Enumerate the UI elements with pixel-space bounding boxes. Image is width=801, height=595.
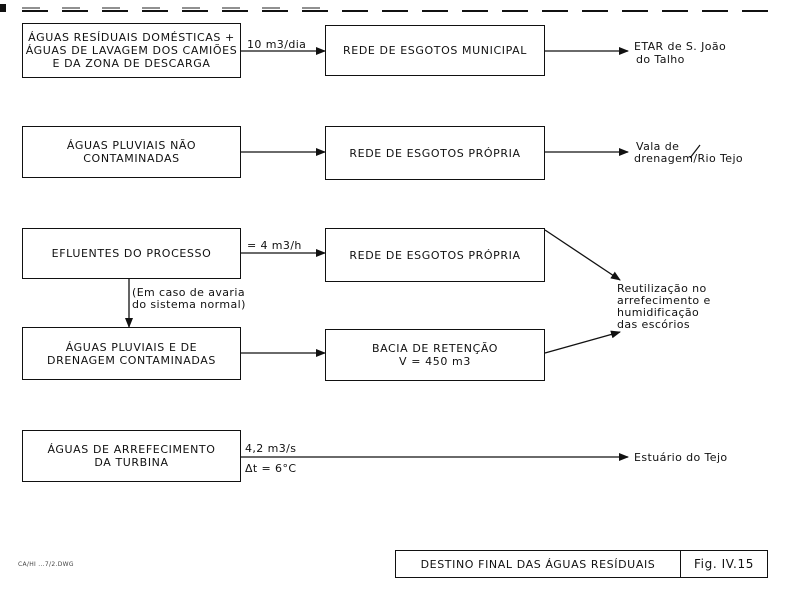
figure-number: Fig. IV.15	[694, 557, 754, 571]
destination-drenagem-rio-tejo: drenagem/Rio Tejo	[634, 152, 744, 165]
flow-label-delta-t: Δt = 6°C	[245, 462, 297, 475]
box-text-line: E DA ZONA DE DESCARGA	[52, 57, 211, 70]
destination-vala-label: Vala de	[636, 140, 680, 153]
box-text-line: BACIA DE RETENÇÃO	[371, 342, 499, 355]
box-rede-esgotos-propria-2: REDE DE ESGOTOS PRÓPRIA	[325, 228, 545, 282]
box-rede-esgotos-municipal: REDE DE ESGOTOS MUNICIPAL	[325, 25, 545, 76]
arrow-b8-reuse	[544, 330, 621, 354]
flow-label-4-2m3s: 4,2 m3/s	[245, 442, 297, 455]
box-text-line: DA TURBINA	[94, 456, 169, 469]
box-text-line: ÁGUAS PLUVIAIS E DE	[65, 340, 198, 354]
box-text-line: ÁGUAS DE LAVAGEM DOS CAMIÕES	[25, 44, 238, 57]
drawing-code: CA/HI ...7/2.DWG	[18, 561, 74, 568]
box-aguas-pluviais-nao-contaminadas: ÁGUAS PLUVIAIS NÃO CONTAMINADAS	[22, 126, 241, 178]
box-efluentes-processo: EFLUENTES DO PROCESSO	[22, 228, 241, 279]
box-rede-esgotos-propria-1: REDE DE ESGOTOS PRÓPRIA	[325, 126, 545, 180]
box-text-line: REDE DE ESGOTOS PRÓPRIA	[349, 146, 521, 160]
title-block: DESTINO FINAL DAS ÁGUAS RESÍDUAIS Fig. I…	[395, 550, 768, 578]
destination-estuario-tejo: Estuário do Tejo	[634, 451, 728, 464]
avaria-note: (Em caso de avaria do sistema normal)	[132, 286, 246, 311]
box-text-line: DRENAGEM CONTAMINADAS	[47, 353, 216, 367]
flow-label-4m3h: = 4 m3/h	[247, 239, 302, 252]
box-text-line: REDE DE ESGOTOS MUNICIPAL	[343, 44, 527, 57]
destination-etar: ETAR de S. João do Talho	[634, 40, 727, 66]
box-text-line: ÁGUAS DE ARREFECIMENTO	[47, 443, 216, 456]
box-text-line: V = 450 m3	[399, 355, 471, 368]
box-aguas-residuais-domesticas: ÁGUAS RESÍDUAIS DOMÉSTICAS +ÁGUAS DE LAV…	[22, 23, 241, 78]
arrow-b6-reuse	[544, 229, 621, 281]
flow-label-10m3: 10 m3/dia	[247, 38, 307, 51]
box-text-line: ÁGUAS PLUVIAIS NÃO CONTAMINADAS	[66, 139, 197, 165]
reutilizacao-note: Reutilização no arrefecimento e humidifi…	[617, 282, 711, 331]
box-text-line: REDE DE ESGOTOS PRÓPRIA	[349, 248, 521, 262]
box-text-line: ÁGUAS RESÍDUAIS DOMÉSTICAS +	[28, 31, 235, 44]
box-text-line: EFLUENTES DO PROCESSO	[51, 247, 212, 260]
figure-title: DESTINO FINAL DAS ÁGUAS RESÍDUAIS	[396, 551, 681, 577]
slash	[689, 144, 701, 159]
top-border-strip	[0, 4, 775, 12]
